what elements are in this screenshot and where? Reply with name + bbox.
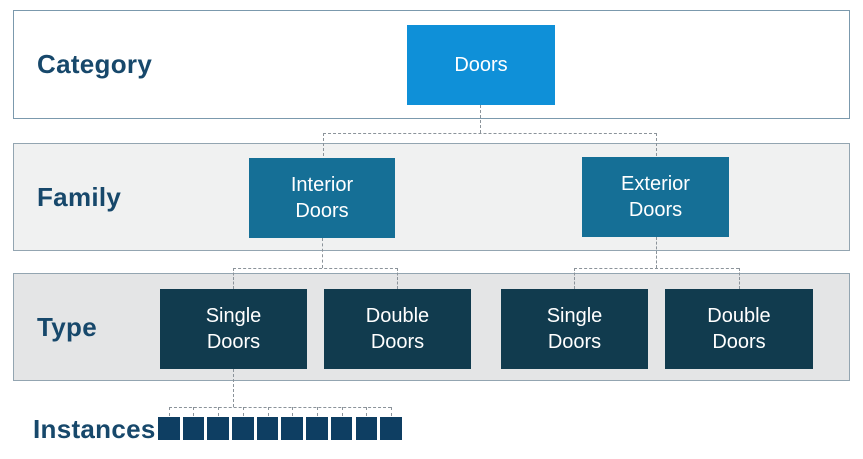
instance-square (281, 407, 303, 440)
node-label-line: Doors (295, 200, 349, 222)
type-node-double-doors-1: Double Doors (324, 289, 471, 369)
instance-square (380, 407, 402, 440)
node-label-line: Double (707, 305, 771, 327)
family-node-interior-doors: Interior Doors (249, 158, 395, 238)
connector-interior-type-rail (233, 268, 398, 269)
connector-category-stem (480, 105, 481, 133)
connector-drop-single-2 (574, 268, 575, 289)
type-row-label: Type (37, 311, 97, 342)
category-row-label: Category (37, 49, 153, 79)
instance-square (306, 407, 328, 440)
instance-square (182, 407, 205, 440)
family-row-label: Family (37, 181, 122, 212)
type-node-single-doors-1: Single Doors (160, 289, 307, 369)
connector-type-instances-stem (233, 369, 234, 407)
node-label-line: Doors (454, 54, 508, 76)
node-label-line: Doors (206, 331, 261, 353)
node-label-line: Single (205, 305, 262, 327)
connector-drop-interior (323, 133, 324, 156)
connector-drop-double-2 (739, 268, 740, 289)
node-label-line: Doors (547, 331, 602, 353)
connector-instances-rail (169, 407, 391, 408)
node-label-line: Doors (370, 331, 425, 353)
node-label-line: Exterior (621, 173, 690, 195)
instance-square (355, 407, 377, 440)
instance-square (232, 407, 254, 440)
instances-row-label: Instances (33, 414, 156, 444)
node-label-line: Interior (290, 174, 354, 196)
instance-square (330, 407, 353, 440)
family-node-exterior-doors: Exterior Doors (582, 157, 729, 237)
connector-drop-single-1 (233, 268, 234, 289)
category-node-doors: Doors (407, 25, 555, 105)
connector-category-family-rail (323, 133, 657, 134)
node-label-line: Double (365, 305, 430, 327)
type-node-double-doors-2: Double Doors (665, 289, 813, 369)
connector-exterior-type-rail (574, 268, 739, 269)
connector-exterior-stem (656, 237, 657, 268)
node-label-line: Single (546, 305, 603, 327)
node-label-line: Doors (712, 331, 766, 353)
connector-drop-double-1 (397, 268, 398, 289)
instance-square (256, 407, 279, 440)
node-label-line: Doors (628, 199, 683, 221)
connector-drop-exterior (656, 133, 657, 156)
instance-square (207, 407, 229, 440)
connector-interior-stem (322, 238, 323, 268)
instance-square (158, 407, 180, 440)
type-node-single-doors-2: Single Doors (501, 289, 648, 369)
instance-strip (158, 407, 402, 440)
